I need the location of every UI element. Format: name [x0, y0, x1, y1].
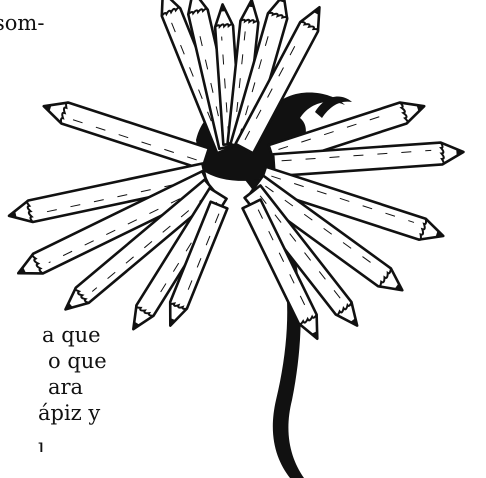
- paragraph-fragment: a que o que ara ápiz y l: [0, 322, 107, 452]
- pencil-group: [7, 0, 465, 341]
- paragraph-line: o que: [48, 349, 107, 373]
- paragraph-line: ápiz y: [38, 401, 101, 425]
- paragraph-line: a que: [42, 323, 101, 347]
- pencil: [64, 178, 219, 311]
- paragraph-line: l: [38, 440, 45, 452]
- pencil: [16, 169, 214, 275]
- paragraph-line: ara: [48, 375, 84, 399]
- pencil: [243, 184, 359, 327]
- pencil: [42, 101, 211, 171]
- pencil: [241, 198, 319, 341]
- leaf-shape: [315, 96, 352, 118]
- pencil: [234, 6, 321, 155]
- pencil: [168, 200, 229, 327]
- text-fragment-top: som-: [0, 11, 45, 35]
